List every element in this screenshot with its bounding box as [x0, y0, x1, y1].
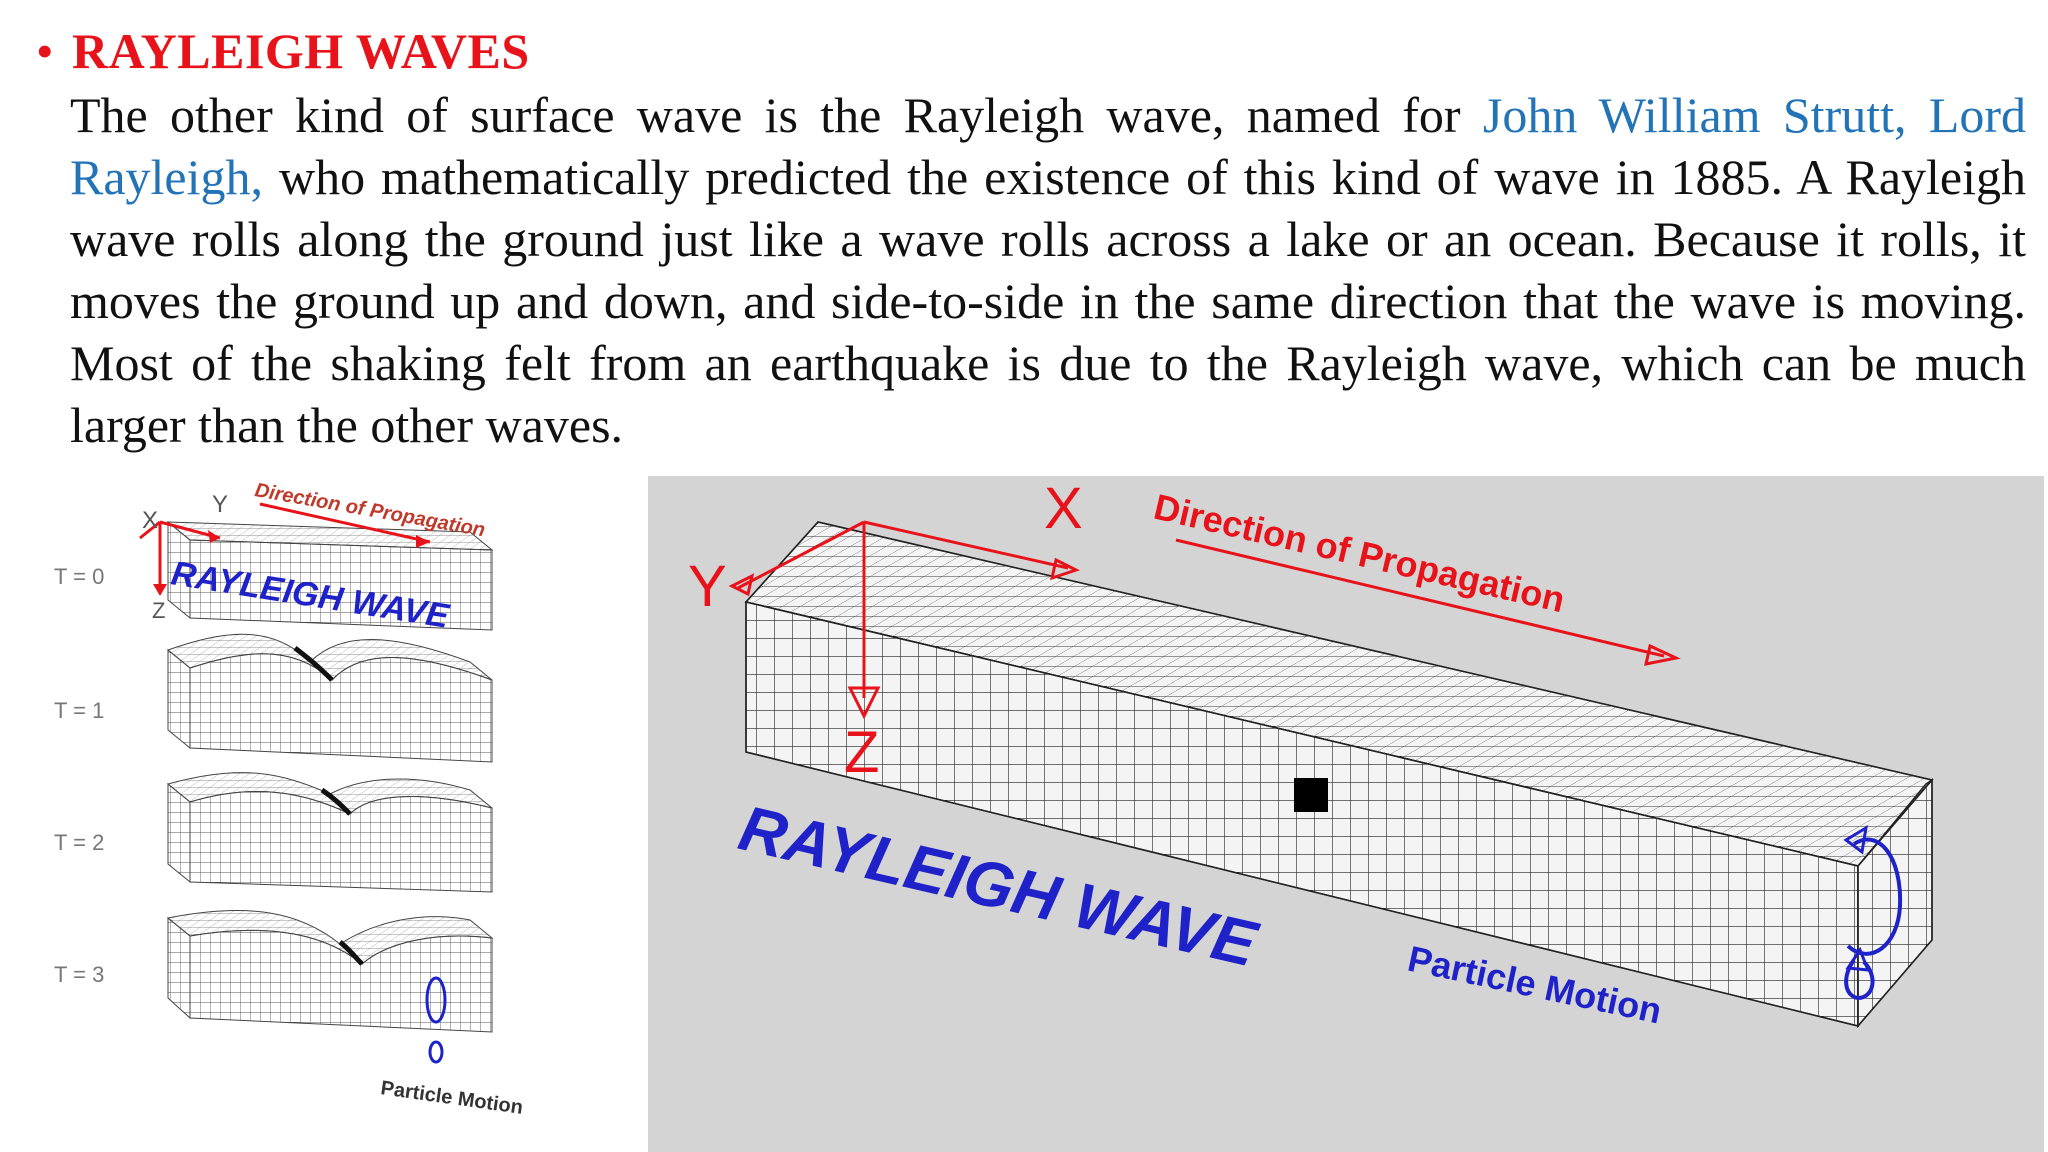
paragraph-text-end: who mathematically predicted the existen… — [70, 149, 2026, 453]
grid-block — [744, 521, 1934, 1029]
block-t2 — [166, 772, 493, 893]
rayleigh-timesteps-figure: X Y Z Direction of Propagation RAYLEIGH … — [50, 472, 650, 1142]
rayleigh-block-figure: X Y Z Direction of Propagation RAYLEIGH … — [648, 476, 2044, 1152]
right-axis-x-label: X — [1044, 476, 1083, 541]
slide-heading: • RAYLEIGH WAVES — [36, 26, 530, 76]
heading-text: RAYLEIGH WAVES — [72, 23, 530, 79]
block-t3 — [166, 910, 494, 1033]
time-label-t0: T = 0 — [54, 564, 104, 589]
bullet-icon: • — [36, 23, 55, 79]
right-axis-y-label: Y — [688, 554, 727, 619]
particle-motion-icon — [425, 976, 447, 1064]
left-particle-label: Particle Motion — [379, 1077, 524, 1119]
rayleigh-link[interactable]: John William Strutt, Lord Rayleigh, — [70, 87, 2026, 205]
left-axis-y-label: Y — [212, 491, 228, 518]
left-axis-x-label: X — [142, 507, 158, 534]
left-axis-z-label: Z — [152, 598, 165, 623]
time-label-t2: T = 2 — [54, 830, 104, 855]
right-direction-label: Direction of Propagation — [1150, 486, 1568, 620]
particle-motion-icon-large — [1843, 825, 1903, 1001]
body-paragraph: The other kind of surface wave is the Ra… — [70, 84, 2026, 456]
block-t0 — [166, 520, 494, 631]
time-label-t1: T = 1 — [54, 698, 104, 723]
right-axis-z-label: Z — [844, 720, 879, 785]
paragraph-text-start: The other kind of surface wave is the Ra… — [70, 87, 1483, 143]
axes-left — [139, 502, 431, 596]
time-label-t3: T = 3 — [54, 962, 104, 987]
block-t1 — [166, 633, 493, 763]
axes-right — [728, 520, 1681, 720]
